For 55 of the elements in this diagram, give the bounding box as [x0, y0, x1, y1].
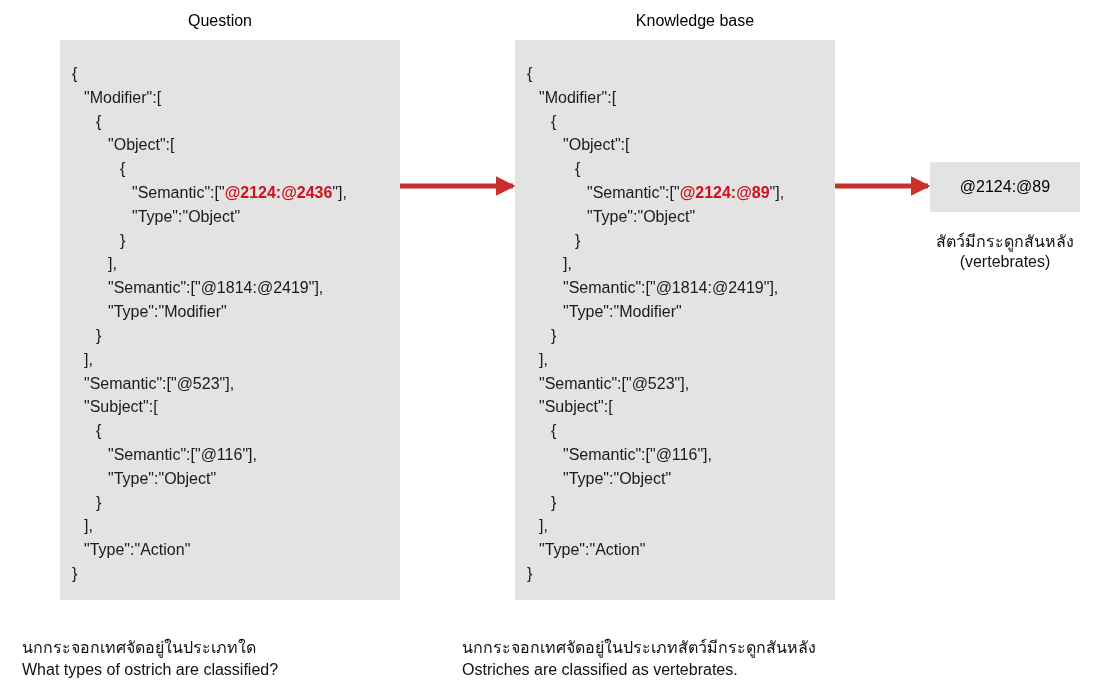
code-line: "Object":[: [563, 135, 630, 156]
caption-text: นกกระจอกเทศจัดอยู่ในประเภทสัตว์มีกระดูกสันหลัง: [462, 638, 816, 658]
caption-text: What types of ostrich are classified?: [22, 660, 279, 680]
code-line: "Type":"Object": [587, 206, 696, 227]
code-line: {: [96, 421, 102, 442]
code-line: "Semantic":["@1814:@2419"],: [108, 278, 324, 299]
code-line: }: [527, 564, 533, 584]
code-line: {: [551, 421, 557, 442]
code-line: "Semantic":["@2124:@89"],: [587, 183, 785, 204]
code-line: {: [96, 111, 102, 132]
code-line: {: [551, 111, 557, 132]
code-line: "Modifier":[: [84, 87, 162, 108]
code-line: {: [72, 64, 78, 84]
code-line: ],: [84, 349, 93, 370]
code-line: "Semantic":["@523"],: [539, 373, 690, 394]
result-box: [930, 162, 1080, 212]
code-line: }: [72, 564, 78, 584]
code-line: "Subject":[: [84, 397, 158, 418]
caption-text: สัตว์มีกระดูกสันหลัง (vertebrates): [935, 232, 1075, 272]
code-line: "Type":"Action": [84, 540, 191, 561]
code-line: "Subject":[: [539, 397, 613, 418]
code-line: {: [120, 159, 126, 180]
code-line: ],: [84, 516, 93, 537]
code-line: "Type":"Action": [539, 540, 646, 561]
code-line: "Semantic":["@2124:@2436"],: [132, 183, 347, 204]
node-label: @2124:@89: [959, 178, 1051, 196]
code-line: ],: [563, 254, 572, 275]
arrow: [400, 176, 516, 196]
code-line: }: [575, 230, 581, 251]
code-line: "Semantic":["@116"],: [563, 444, 712, 465]
code-line: "Type":"Modifier": [563, 302, 682, 323]
code-line: "Type":"Object": [108, 468, 217, 489]
code-line: }: [551, 325, 557, 346]
code-line: "Modifier":[: [539, 87, 617, 108]
arrow: [835, 176, 931, 196]
code-line: ],: [539, 516, 548, 537]
code-line: {: [575, 159, 581, 180]
code-line: {: [527, 64, 533, 84]
code-line: }: [96, 325, 102, 346]
code-line: }: [96, 492, 102, 513]
code-line: "Type":"Object": [563, 468, 672, 489]
code-line: }: [551, 492, 557, 513]
panel-heading: Knowledge base: [634, 12, 756, 30]
caption-text: Ostriches are classified as vertebrates.: [462, 660, 738, 680]
code-line: }: [120, 230, 126, 251]
code-line: "Type":"Modifier": [108, 302, 227, 323]
code-line: "Semantic":["@1814:@2419"],: [563, 278, 779, 299]
code-line: "Semantic":["@116"],: [108, 444, 257, 465]
panel-heading: Question: [186, 12, 253, 30]
code-line: "Object":[: [108, 135, 175, 156]
caption-text: นกกระจอกเทศจัดอยู่ในประเภทใด: [22, 638, 256, 658]
code-line: "Type":"Object": [132, 206, 241, 227]
code-line: ],: [539, 349, 548, 370]
code-line: ],: [108, 254, 117, 275]
code-line: "Semantic":["@523"],: [84, 373, 235, 394]
